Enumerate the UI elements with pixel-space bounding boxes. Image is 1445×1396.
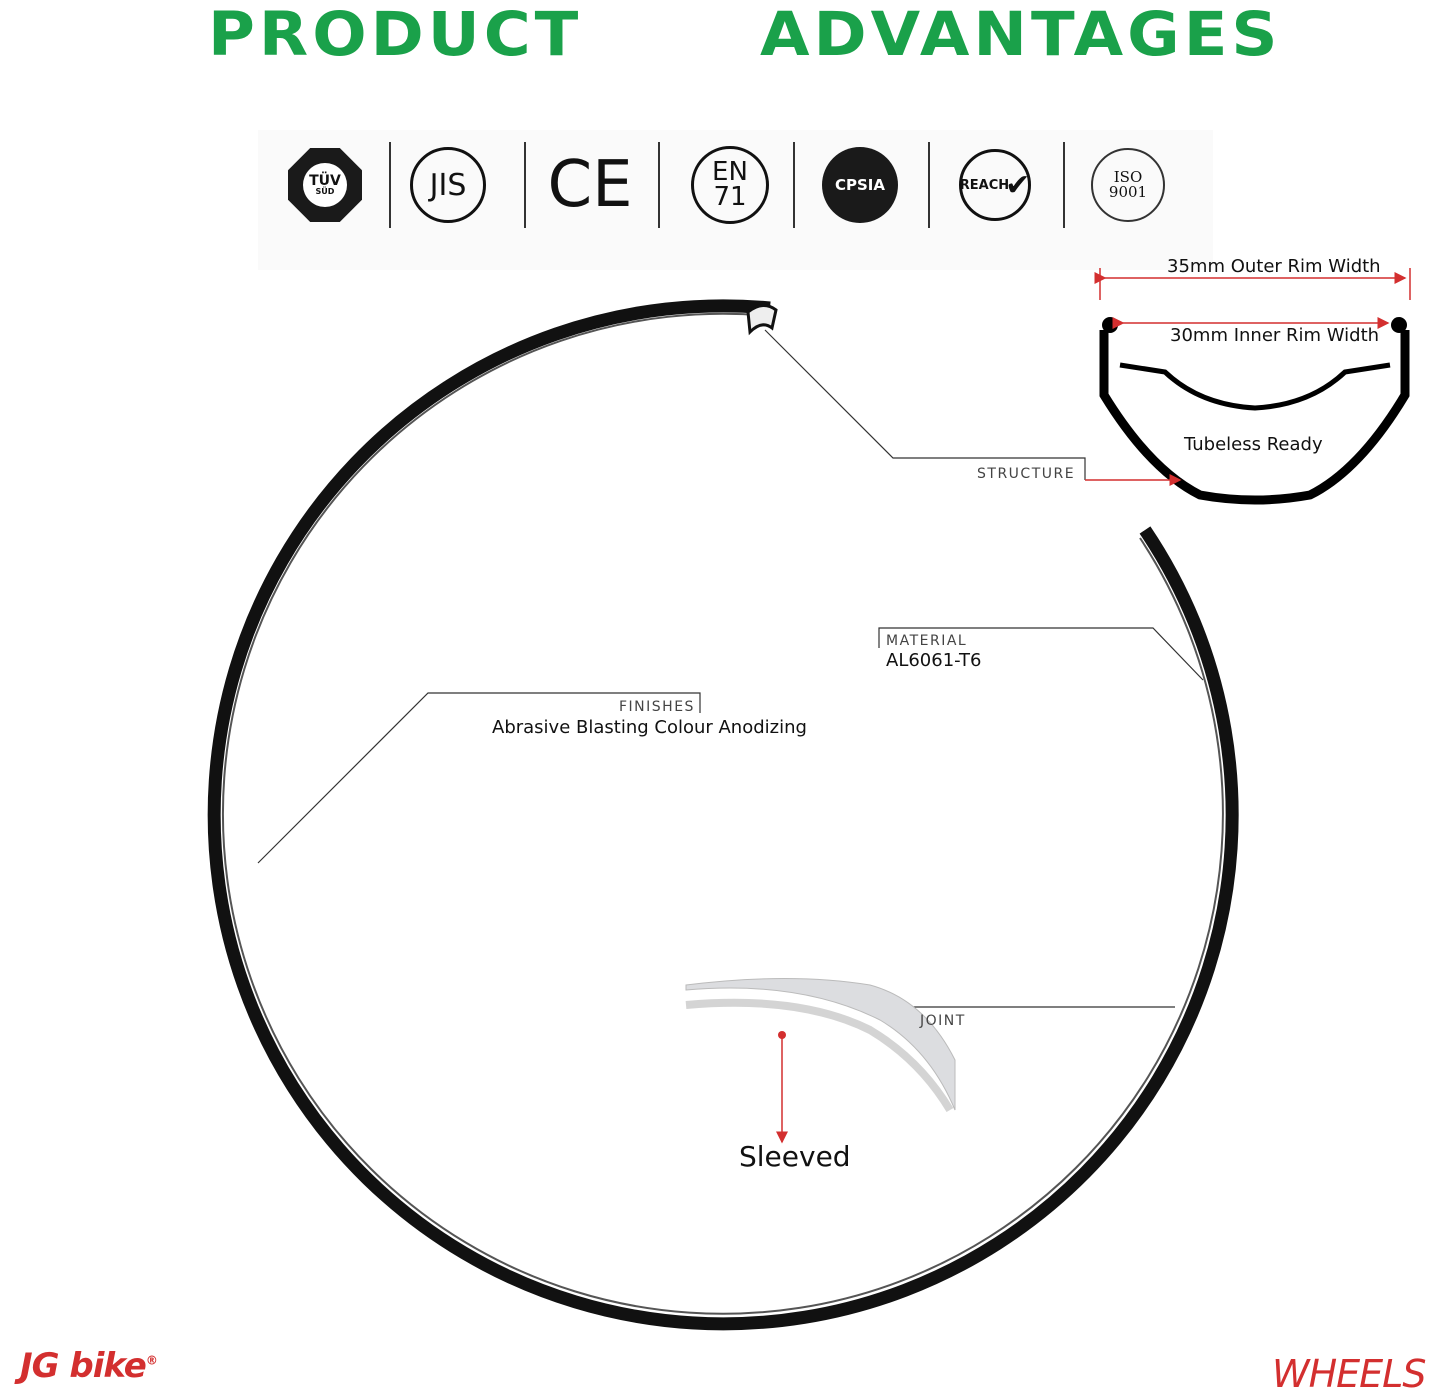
divider bbox=[793, 142, 795, 228]
jis-icon: JIS bbox=[408, 145, 488, 225]
joint-title: JOINT bbox=[920, 1013, 966, 1029]
rim-hoop bbox=[207, 299, 1239, 1331]
tubeless-label: Tubeless Ready bbox=[1184, 434, 1323, 455]
title-advantages: ADVANTAGES bbox=[760, 0, 1282, 71]
divider bbox=[389, 142, 391, 228]
material-leader bbox=[878, 627, 1204, 681]
ce-icon: CE bbox=[547, 148, 633, 222]
divider bbox=[1063, 142, 1065, 228]
joint-value: Sleeved bbox=[739, 1140, 851, 1173]
divider bbox=[524, 142, 526, 228]
structure-label: STRUCTURE bbox=[977, 466, 1076, 482]
divider bbox=[658, 142, 660, 228]
finishes-value: Abrasive Blasting Colour Anodizing bbox=[492, 717, 807, 738]
structure-leader bbox=[764, 329, 1086, 480]
inner-width-label: 30mm Inner Rim Width bbox=[1170, 325, 1380, 346]
title-product: PRODUCT bbox=[208, 0, 583, 71]
reach-icon: REACH✔ bbox=[955, 145, 1035, 225]
rim-cross-section bbox=[1094, 268, 1411, 505]
tuv-sud-icon: TÜV SÜD bbox=[285, 145, 365, 225]
finishes-title: FINISHES bbox=[619, 699, 695, 715]
category-label: WHEELS bbox=[1272, 1352, 1426, 1396]
brand-logo: JG bike® bbox=[20, 1346, 158, 1386]
material-title: MATERIAL bbox=[886, 633, 968, 649]
material-value: AL6061-T6 bbox=[886, 650, 982, 671]
tuv-label: TÜV bbox=[309, 173, 341, 189]
cpsia-icon: CPSIA bbox=[820, 145, 900, 225]
divider bbox=[928, 142, 930, 228]
rim-hoop-highlight bbox=[221, 312, 1224, 1315]
finishes-leader bbox=[257, 692, 701, 864]
joint-sleeve-image bbox=[685, 978, 956, 1111]
outer-width-label: 35mm Outer Rim Width bbox=[1167, 256, 1381, 277]
rim-end-profile bbox=[746, 304, 778, 336]
sud-label: SÜD bbox=[315, 187, 335, 196]
